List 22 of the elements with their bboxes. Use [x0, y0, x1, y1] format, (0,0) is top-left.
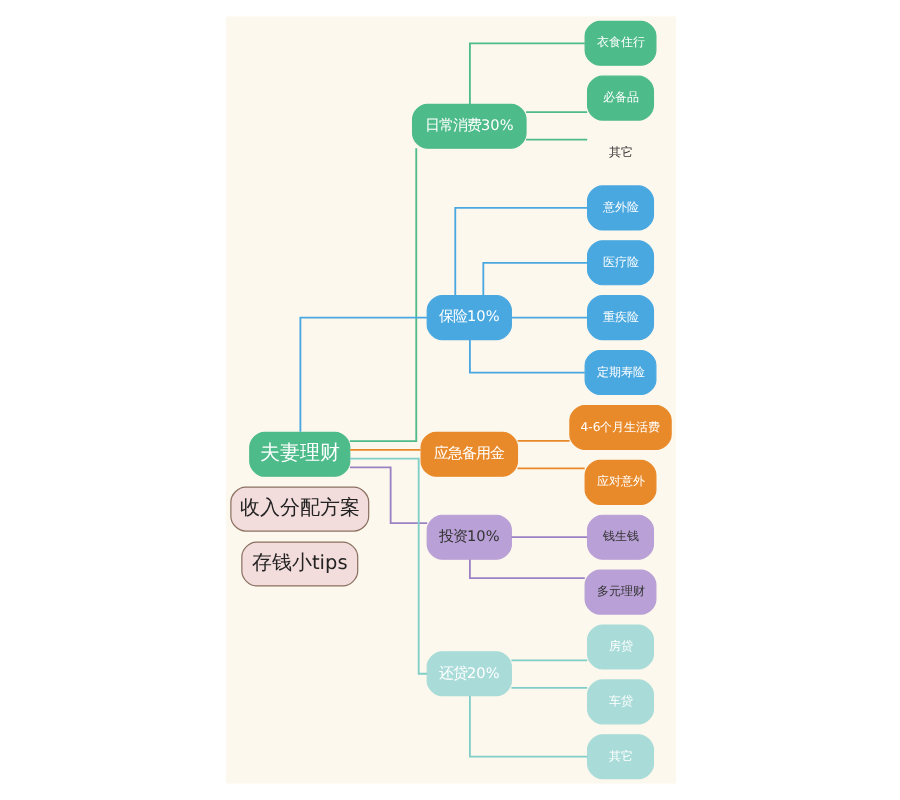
connector — [468, 558, 585, 579]
connector — [509, 686, 588, 689]
connector — [468, 42, 585, 105]
connector — [509, 536, 588, 539]
connector — [509, 659, 588, 662]
connector — [524, 138, 588, 141]
connector — [515, 467, 585, 470]
connector — [347, 457, 427, 675]
connector — [515, 439, 570, 442]
connector — [524, 111, 588, 114]
connector — [348, 466, 428, 525]
connector — [347, 147, 417, 442]
node-box: 夫妻理财 — [248, 431, 350, 477]
connector — [468, 338, 585, 374]
connector — [481, 261, 588, 297]
connector — [509, 316, 588, 319]
connector — [348, 448, 421, 451]
node-box: 收入分配方案 — [229, 486, 369, 532]
connector — [468, 695, 588, 758]
node-box: 存钱小tips — [240, 541, 358, 587]
connector — [453, 207, 588, 297]
connector — [298, 316, 428, 433]
